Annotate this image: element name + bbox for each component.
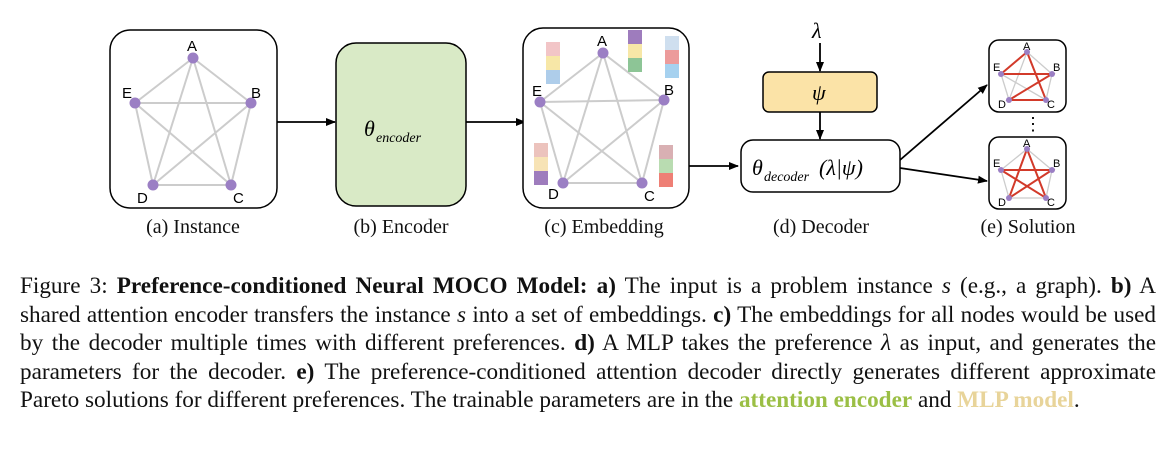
sublabel-solution: (e) Solution <box>980 216 1076 238</box>
theta-encoder-subscript: encoder <box>376 131 422 146</box>
arrow-decoder-to-solution-2 <box>899 167 988 184</box>
solution-panel-2: A B C D E <box>988 136 1067 210</box>
node-label-c: C <box>233 190 244 207</box>
caption-d-text-1: A MLP takes the preference <box>602 330 873 357</box>
lambda-symbol: λ <box>811 18 822 43</box>
theta-decoder-subscript: decoder <box>764 170 810 185</box>
caption-a-text-1: The input is a problem instance <box>624 273 933 299</box>
sol1-label-a: A <box>1023 41 1031 53</box>
sol2-label-d: D <box>998 197 1006 209</box>
emb-node-label-b: B <box>664 82 674 99</box>
caption-title: Preference-conditioned Neural MOCO Model… <box>116 273 588 299</box>
theta-encoder: θ <box>364 116 375 141</box>
figure-label: Figure 3: <box>20 273 108 299</box>
emb-node-label-d: D <box>548 186 559 203</box>
solution-panel-1: A B C D E <box>988 39 1067 113</box>
caption-a-text-2: (e.g., a graph). <box>959 273 1102 299</box>
caption-b-var: s <box>457 301 467 328</box>
embedding-bars <box>534 30 679 187</box>
caption-c-text: The embeddings for all nodes would be us… <box>20 301 1156 357</box>
decoder-box <box>740 139 901 193</box>
sublabel-encoder: (b) Encoder <box>353 216 449 238</box>
emb-node-label-a: A <box>597 33 607 50</box>
emb-node-label-e: E <box>532 83 542 100</box>
sol1-label-b: B <box>1053 62 1060 74</box>
caption-b-label: b) <box>1110 273 1132 299</box>
caption-b-text-1: A shared attention encoder transfers the… <box>20 273 1157 328</box>
sol1-label-d: D <box>998 99 1006 111</box>
caption-a-var: s <box>941 273 951 299</box>
node-label-e: E <box>122 85 132 102</box>
sol2-label-a: A <box>1023 138 1031 150</box>
figure-caption: Figure 3: Preference-conditioned Neural … <box>20 272 1156 415</box>
caption-and: and <box>917 387 952 414</box>
caption-b-text-2: into a set of embeddings. <box>472 301 707 328</box>
caption-attention-encoder: attention encoder <box>738 387 913 414</box>
instance-nodes <box>129 52 257 191</box>
emb-node-label-c: C <box>644 188 655 205</box>
sublabel-decoder: (d) Decoder <box>772 216 870 238</box>
caption-end: . <box>1073 387 1080 414</box>
psi-symbol: ψ <box>812 80 826 105</box>
caption-d-text-2: as input, and generates the parameters f… <box>20 330 1157 385</box>
solutions-ellipsis: ⋮ <box>1024 114 1042 134</box>
caption-e-text-1: The preference-conditioned attention dec… <box>20 358 1156 414</box>
decoder-panel: λ ψ θ decoder (λ|ψ) <box>740 18 901 193</box>
encoder-panel: θ encoder <box>335 42 467 207</box>
theta-decoder-args: (λ|ψ) <box>819 155 863 180</box>
instance-panel: A B C D E <box>109 29 278 209</box>
sol2-label-c: C <box>1047 197 1055 209</box>
sublabel-instance: (a) Instance <box>146 216 240 238</box>
caption-d-label: d) <box>574 330 595 357</box>
figure-diagram: A B C D E θ encoder A B <box>109 18 1067 210</box>
theta-decoder: θ <box>752 155 763 180</box>
node-label-b: B <box>251 85 261 102</box>
sol1-label-c: C <box>1047 99 1055 111</box>
node-label-a: A <box>187 38 197 55</box>
caption-d-var: λ <box>881 330 892 357</box>
sol2-label-b: B <box>1053 158 1060 170</box>
node-label-d: D <box>137 190 148 207</box>
caption-c-label: c) <box>713 301 732 328</box>
arrow-decoder-to-solution-1 <box>899 84 988 161</box>
instance-edges <box>134 57 252 186</box>
caption-mlp-model: MLP model <box>957 387 1074 414</box>
caption-e-label: e) <box>296 358 315 385</box>
caption-a-label: a) <box>596 273 616 299</box>
sol2-label-e: E <box>993 158 1000 170</box>
sublabel-embedding: (c) Embedding <box>544 216 664 238</box>
embedding-panel: A B C D E <box>522 27 690 209</box>
sol1-label-e: E <box>993 62 1000 74</box>
